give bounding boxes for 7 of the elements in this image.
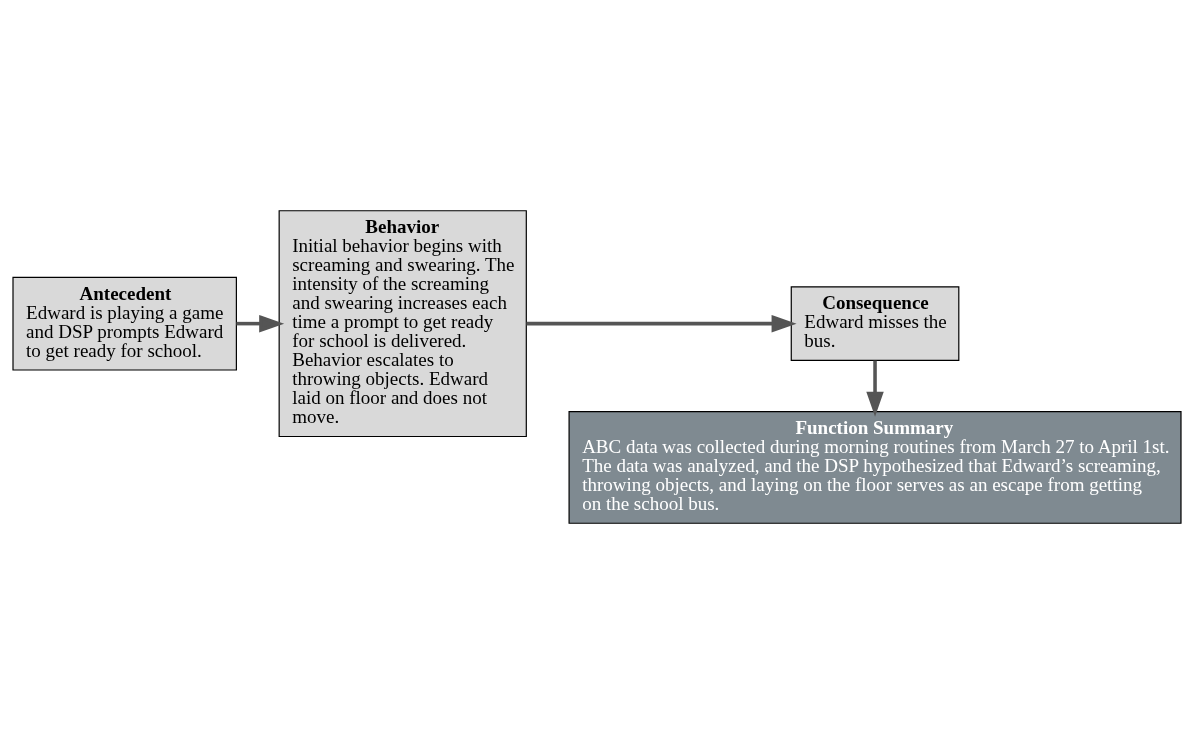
arrow [526, 314, 797, 333]
node-box: Behavior Initial behavior begins with screaming and swearing. The intensity of the screaming and swearing increases each time a prompt to get ready for school is delivered. Behavior escalates to throwing objects. Edward laid on floor and does not move. [278, 210, 527, 438]
node-box: Consequence Edward misses the bus. [790, 286, 960, 362]
arrow [236, 314, 285, 333]
node-box: Antecedent Edward is playing a game and DSP prompts Edward to get ready for school. [12, 276, 237, 371]
arrow [866, 360, 884, 417]
node-box: Function Summary ABC data was collected during morning routines from March 27 to April 1st. The data was analyzed, and the DSP hypothesized that Edward’s screaming, throwing objects, and laying on the floor serves as an escape from getting on the school bus. [568, 410, 1182, 524]
